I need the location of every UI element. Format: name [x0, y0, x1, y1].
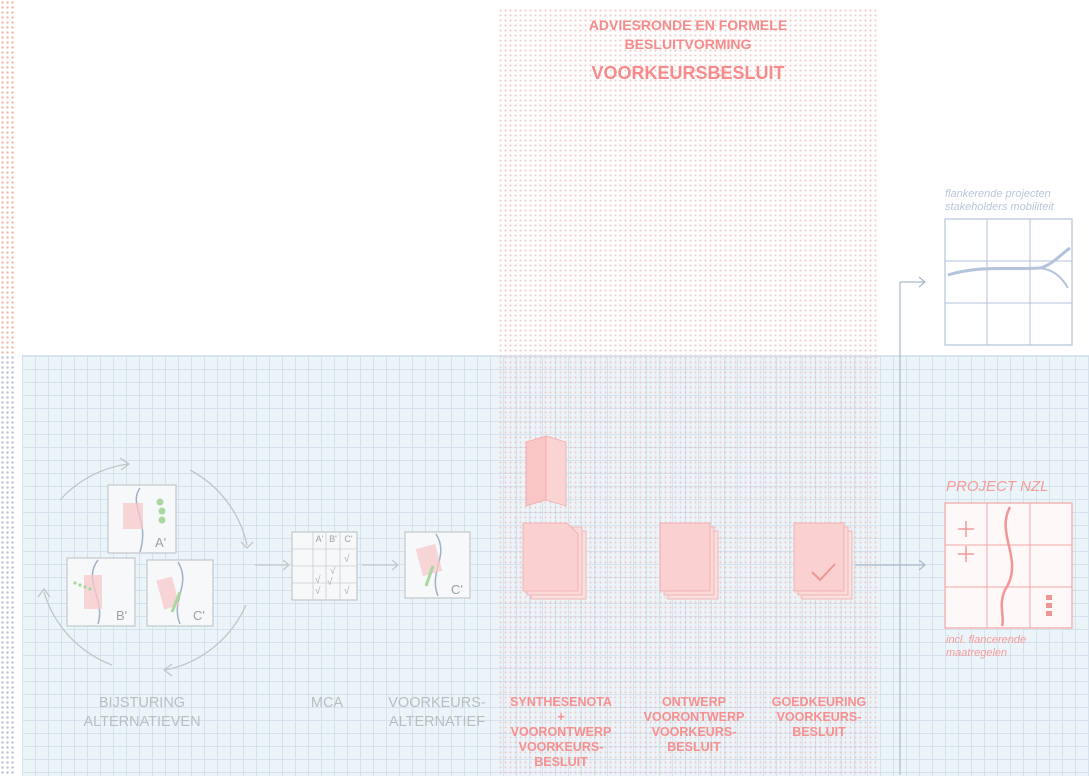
project-note-line1: incl. flancerende	[946, 634, 1027, 646]
mca-check-1: √	[344, 554, 350, 565]
plus-icon	[958, 521, 974, 562]
preferred-alternative-card	[404, 531, 471, 599]
mobility-map-graphic	[944, 218, 1073, 346]
stage-voorkeurs: VOORKEURS- ALTERNATIEF	[374, 694, 500, 732]
alternative-card-b	[66, 557, 136, 627]
card-label-a: A'	[155, 535, 167, 550]
stage-synthesenota-line3: VOORONTWERP	[510, 725, 612, 739]
cycle-arrows	[37, 457, 254, 677]
arrow-to-preferred	[362, 559, 399, 571]
stage-voorkeurs-line2: ALTERNATIEF	[388, 714, 486, 730]
stage-goedkeuring: GOEDKEURING VOORKEURS- BESLUIT	[760, 695, 878, 740]
arrowhead-1	[119, 457, 131, 471]
phase-header-line2: BESLUITVORMING	[624, 36, 752, 52]
left-edge-blue-pattern	[0, 355, 14, 775]
stage-synthesenota-line5: BESLUIT	[534, 755, 588, 769]
stage-goedkeuring-line2: VOORKEURS-	[776, 710, 862, 724]
mca-table-graphic	[291, 531, 358, 601]
stage-goedkeuring-line1: GOEDKEURING	[771, 695, 867, 709]
arrow-to-mca	[255, 559, 290, 571]
cycle-arc-top-right	[189, 469, 248, 546]
stage-synthesenota-line1: SYNTHESENOTA	[510, 695, 612, 709]
phase-title: VOORKEURSBESLUIT	[591, 63, 785, 83]
synthesis-document-stack	[522, 522, 587, 600]
mca-header-c: C'	[344, 534, 353, 544]
phase-header: ADVIESRONDE EN FORMELE BESLUITVORMING	[498, 16, 878, 54]
mca-check-4: √	[327, 577, 333, 588]
mca-header-a: A'	[315, 534, 324, 544]
stage-synthesenota-line4: VOORKEURS-	[518, 740, 604, 754]
mca-check-6: √	[344, 586, 350, 597]
design-document-stack	[659, 522, 719, 600]
synthesis-folded-document	[525, 435, 567, 507]
sidebox-caption-line2: stakeholders mobiliteit	[945, 201, 1054, 213]
stage-ontwerp-line3: VOORKEURS-	[651, 725, 737, 739]
arrowhead-3	[162, 663, 173, 677]
alternative-card-c	[146, 559, 214, 627]
project-map-graphic	[944, 502, 1073, 629]
stage-bijsturing-line2: ALTERNATIEVEN	[83, 714, 201, 730]
stage-ontwerp-line4: BESLUIT	[667, 740, 721, 754]
mca-check-5: √	[315, 586, 321, 597]
arrowhead-4	[37, 587, 51, 598]
cycle-arc-bottom-right	[164, 604, 247, 671]
sidebox-caption-line1: flankerende projecten	[945, 188, 1051, 200]
mca-check-3: √	[315, 575, 321, 586]
check-icon	[811, 563, 836, 582]
mca-header-b: B'	[329, 534, 337, 544]
preferred-card-label: C'	[451, 582, 463, 597]
project-note-line2: maatregelen	[946, 647, 1008, 659]
sidebox-caption: flankerende projecten stakeholders mobil…	[945, 188, 1089, 214]
card-label-b: B'	[116, 608, 128, 623]
connector-lines	[855, 276, 926, 775]
stage-goedkeuring-line3: BESLUIT	[792, 725, 846, 739]
project-note: incl. flancerende maatregelen	[946, 634, 1086, 660]
card-label-c: C'	[193, 608, 205, 623]
stage-ontwerp-line1: ONTWERP	[662, 695, 726, 709]
approval-document-stack	[793, 522, 853, 600]
stage-ontwerp-line2: VOORONTWERP	[643, 710, 745, 724]
mca-check-2: √	[330, 566, 336, 577]
stage-bijsturing: BIJSTURING ALTERNATIEVEN	[56, 694, 228, 732]
cycle-arc-bottom-left	[43, 591, 113, 666]
stage-mca: MCA	[310, 695, 344, 711]
cycle-arc-top-left	[59, 463, 129, 501]
arrowhead-2	[240, 541, 254, 549]
stage-ontwerp: ONTWERP VOORONTWERP VOORKEURS- BESLUIT	[629, 695, 759, 755]
stage-synthesenota-line2: +	[557, 710, 565, 724]
stage-voorkeurs-line1: VOORKEURS-	[388, 695, 486, 711]
stage-bijsturing-line1: BIJSTURING	[98, 695, 186, 711]
bar-marker-icon	[1046, 595, 1052, 616]
alternative-card-a	[107, 484, 177, 554]
mca-table-headers: A' B' C'	[313, 534, 357, 544]
project-title: PROJECT NZL	[946, 478, 1049, 495]
phase-header-line1: ADVIESRONDE EN FORMELE	[588, 17, 788, 33]
stage-synthesenota: SYNTHESENOTA + VOORONTWERP VOORKEURS- BE…	[499, 695, 623, 770]
